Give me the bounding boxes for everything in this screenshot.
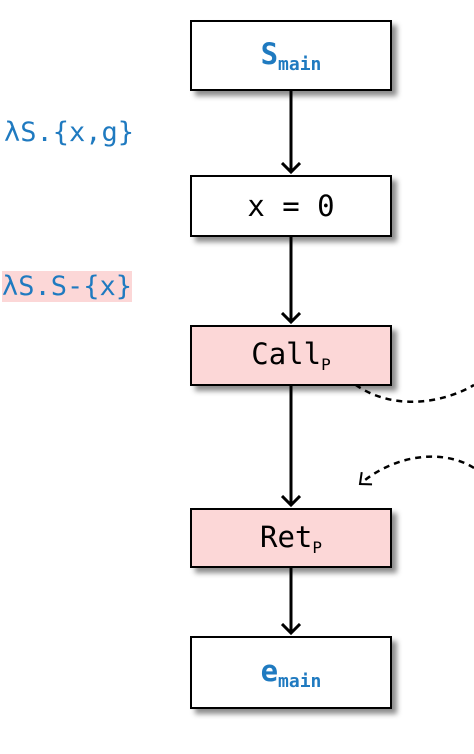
node-s-main-label: Smain (260, 36, 322, 75)
node-assign: x = 0 (190, 175, 392, 237)
node-assign-label: x = 0 (247, 189, 335, 223)
edge-label-second: λS.S-{x} (2, 271, 133, 302)
node-ret-p-label: RetP (259, 519, 323, 557)
node-call-p: CallP (190, 325, 392, 386)
node-e-main: emain (190, 636, 392, 709)
node-e-main-label: emain (260, 653, 322, 692)
node-call-p-label: CallP (251, 337, 331, 374)
call-out-dashed-edge (346, 377, 474, 403)
node-s-main: Smain (190, 20, 392, 91)
edge-label-first: λS.{x,g} (4, 117, 135, 148)
return-in-dashed-edge (358, 455, 474, 486)
node-ret-p: RetP (190, 508, 392, 568)
